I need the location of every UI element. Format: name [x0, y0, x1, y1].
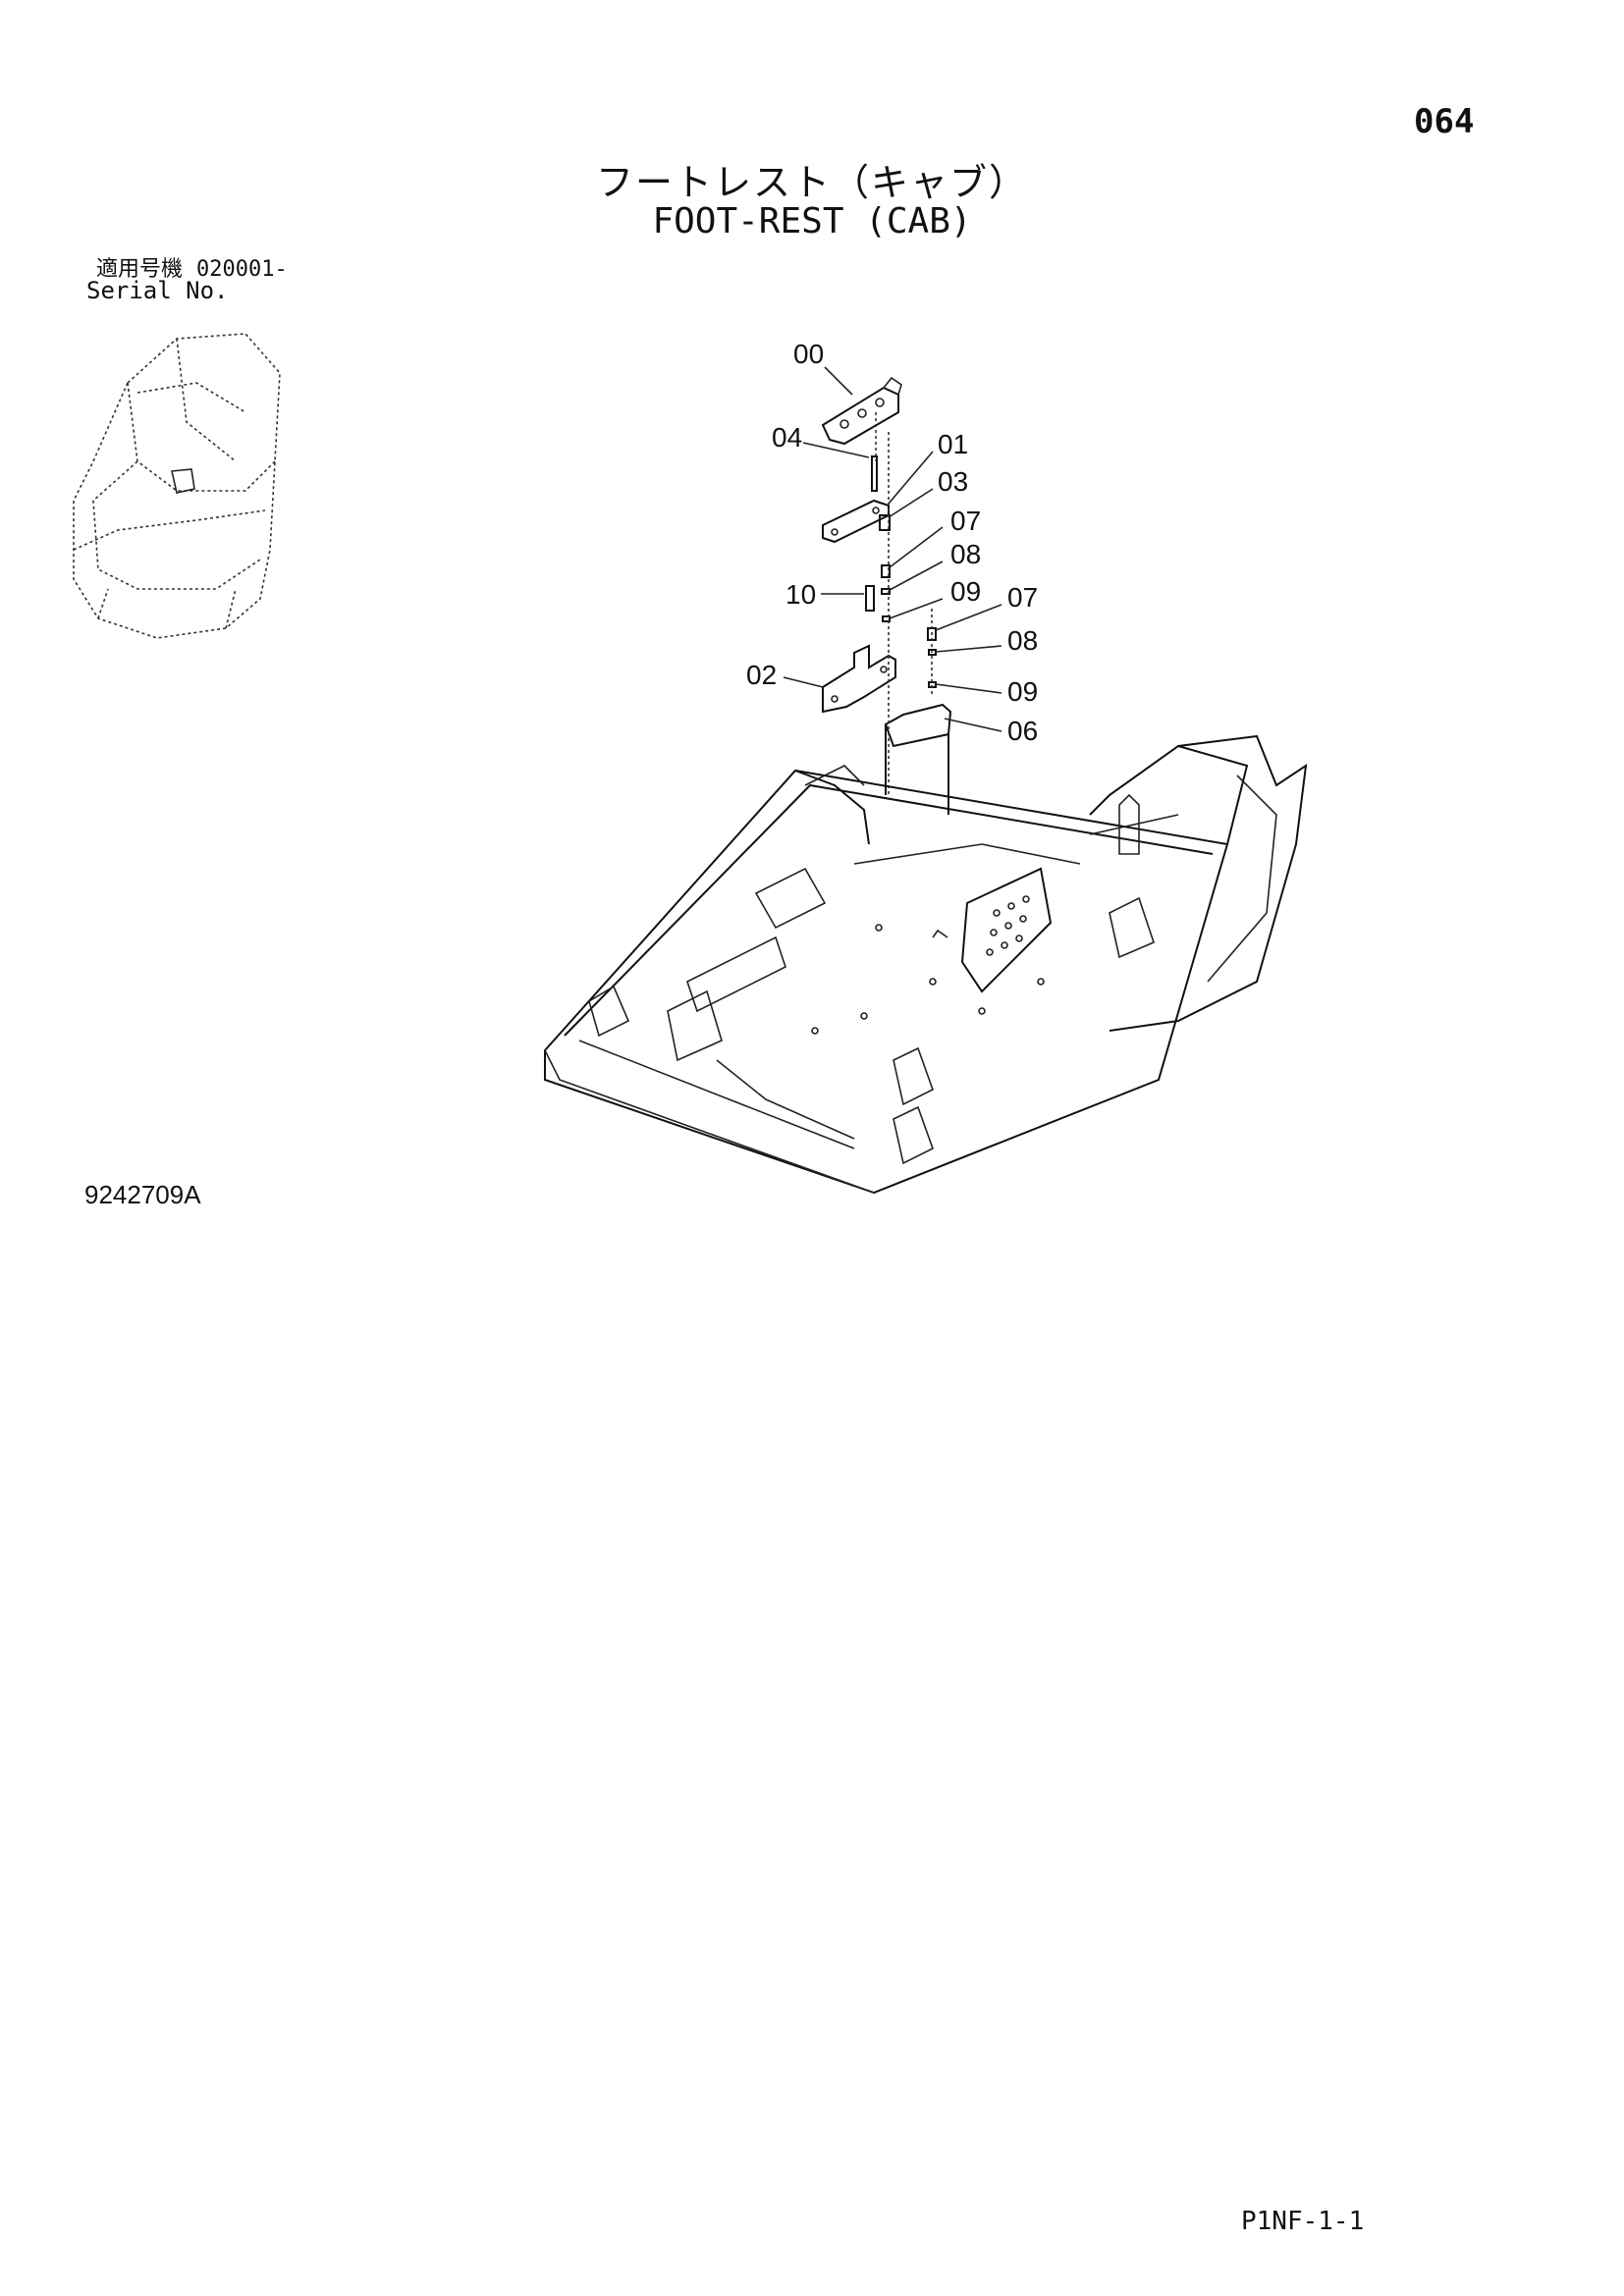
callout-01: 01 [938, 429, 968, 459]
part-00-bracket [821, 376, 902, 446]
callout-02: 02 [746, 660, 777, 690]
serial-from: 020001- [196, 257, 288, 282]
callout-06: 06 [1007, 716, 1038, 746]
page-number: 064 [1414, 102, 1475, 141]
title-japanese: フートレスト（キャブ） [595, 161, 1028, 204]
drawing-number: 9242709A [84, 1180, 201, 1209]
cab-locator-thumbnail [73, 333, 281, 639]
callout-labels: 00 04 01 03 07 08 10 09 07 08 02 09 06 [746, 339, 1038, 746]
part-06-footrest-plate [884, 703, 952, 815]
serial-label-english: Serial No. [86, 277, 229, 304]
serial-label-japanese: 適用号機 020001- [96, 251, 288, 283]
serial-label-jp-text: 適用号機 [96, 257, 184, 282]
small-hardware [865, 514, 937, 688]
cab-floor-frame [544, 734, 1308, 1195]
part-01-bar [822, 499, 890, 544]
callout-04: 04 [772, 422, 802, 453]
part-02-bracket [822, 644, 896, 714]
callout-08-lower: 08 [1007, 625, 1038, 656]
callout-00: 00 [793, 339, 824, 369]
callout-07-upper: 07 [950, 506, 981, 536]
callout-leaders [783, 366, 1002, 732]
callout-03: 03 [938, 466, 968, 497]
part-04-pin [871, 455, 878, 492]
callout-09-upper: 09 [950, 576, 981, 607]
callout-09-lower: 09 [1007, 676, 1038, 707]
assembly-lines [875, 412, 933, 795]
callout-07-lower: 07 [1007, 582, 1038, 613]
page-code: P1NF-1-1 [1241, 2207, 1365, 2236]
callout-08-upper: 08 [950, 539, 981, 569]
title-english: FOOT-REST (CAB) [652, 201, 972, 241]
callout-10: 10 [785, 579, 816, 610]
